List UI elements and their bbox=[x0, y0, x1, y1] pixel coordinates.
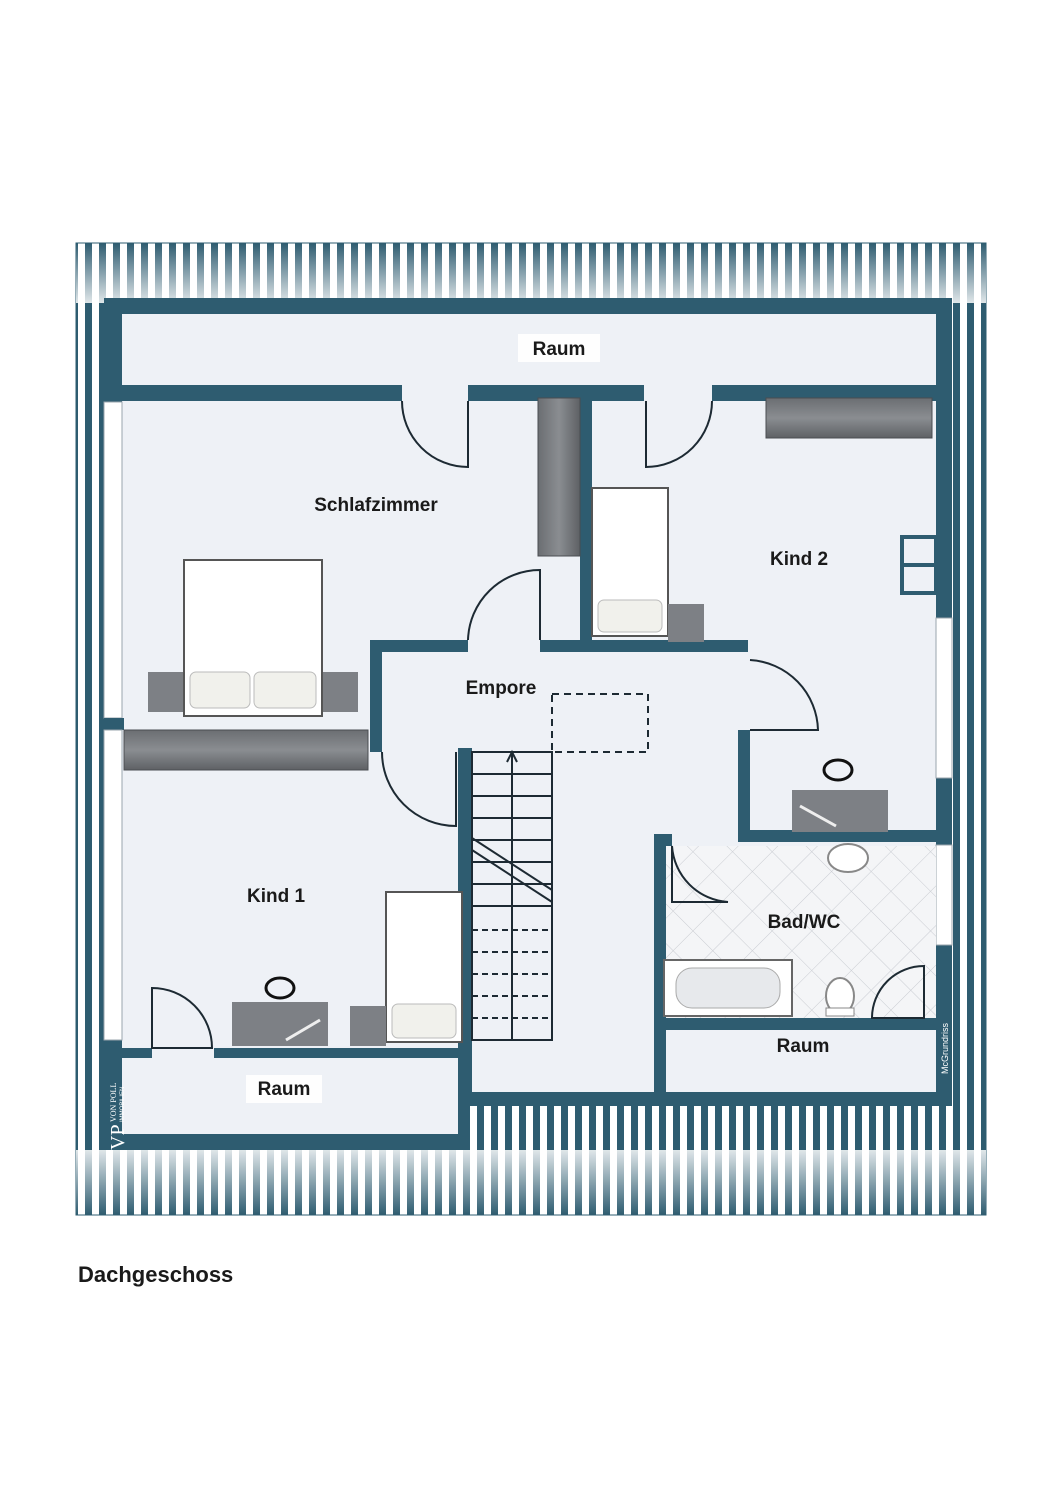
wardrobe-schlafzimmer bbox=[537, 397, 581, 557]
logo-line2: IMMOBILIEN bbox=[120, 1087, 126, 1122]
roof-hatch bbox=[551, 693, 649, 753]
door-raum-bottom-right bbox=[870, 964, 925, 1019]
room-label-schlafzimmer: Schlafzimmer bbox=[314, 495, 438, 516]
door-bad bbox=[671, 845, 729, 903]
single-bed-kind2 bbox=[591, 487, 704, 642]
window-left-lower bbox=[103, 729, 123, 1041]
credit-mcgrundriss: McGrundriss bbox=[940, 1022, 950, 1074]
raum-bl-label-bg bbox=[246, 1075, 322, 1103]
door-kind2 bbox=[645, 400, 713, 469]
door-empore-schlafzimmer bbox=[467, 568, 541, 641]
roof-fade-top bbox=[76, 243, 986, 303]
room-label-bad-wc: Bad/WC bbox=[768, 912, 841, 933]
wall bbox=[214, 1048, 464, 1058]
roof-fade-bottom bbox=[76, 1150, 986, 1215]
bathtub bbox=[663, 959, 793, 1017]
wall bbox=[654, 834, 672, 846]
wall bbox=[104, 385, 402, 401]
wall bbox=[370, 640, 468, 652]
desk-kind1 bbox=[232, 976, 328, 1046]
staircase bbox=[471, 749, 553, 1041]
window-left-upper bbox=[103, 401, 123, 719]
wall bbox=[104, 1048, 152, 1058]
door-empore-kind2 bbox=[749, 659, 820, 731]
toilet bbox=[825, 977, 855, 1017]
wall bbox=[654, 834, 666, 1104]
room-label-raum-bottom-right: Raum bbox=[777, 1036, 830, 1057]
wall bbox=[370, 640, 382, 752]
room-label-kind2: Kind 2 bbox=[770, 549, 828, 570]
wardrobe-kind1 bbox=[123, 729, 369, 771]
window-right-lower bbox=[935, 844, 953, 946]
washbasin bbox=[827, 843, 869, 873]
room-label-empore: Empore bbox=[466, 678, 537, 699]
wall bbox=[738, 830, 952, 842]
logo-letters: VP bbox=[107, 1124, 129, 1150]
single-bed-kind1 bbox=[350, 891, 463, 1046]
desk-kind2 bbox=[792, 758, 888, 832]
raum-top-label-bg bbox=[518, 334, 600, 362]
room-label-raum-top: Raum bbox=[533, 339, 586, 360]
wall bbox=[654, 1018, 952, 1030]
wall bbox=[712, 385, 952, 401]
wall bbox=[104, 718, 124, 730]
wall bbox=[580, 385, 592, 647]
wardrobe-kind2 bbox=[765, 397, 933, 439]
door-kind1 bbox=[381, 751, 457, 828]
door-raum-bottom-left bbox=[151, 986, 214, 1049]
room-label-raum-bottom-left: Raum bbox=[258, 1079, 311, 1100]
door-schlafzimmer bbox=[401, 400, 469, 469]
logo-line1: VON POLL bbox=[109, 1083, 118, 1122]
floor-title: Dachgeschoss bbox=[78, 1262, 234, 1287]
wall bbox=[468, 385, 644, 401]
von-poll-logo: VP VON POLL IMMOBILIEN bbox=[107, 1083, 129, 1150]
room-label-kind1: Kind 1 bbox=[247, 886, 305, 907]
window-right-upper bbox=[935, 617, 953, 779]
wall bbox=[738, 730, 750, 834]
wall bbox=[540, 640, 748, 652]
double-bed bbox=[148, 559, 358, 717]
